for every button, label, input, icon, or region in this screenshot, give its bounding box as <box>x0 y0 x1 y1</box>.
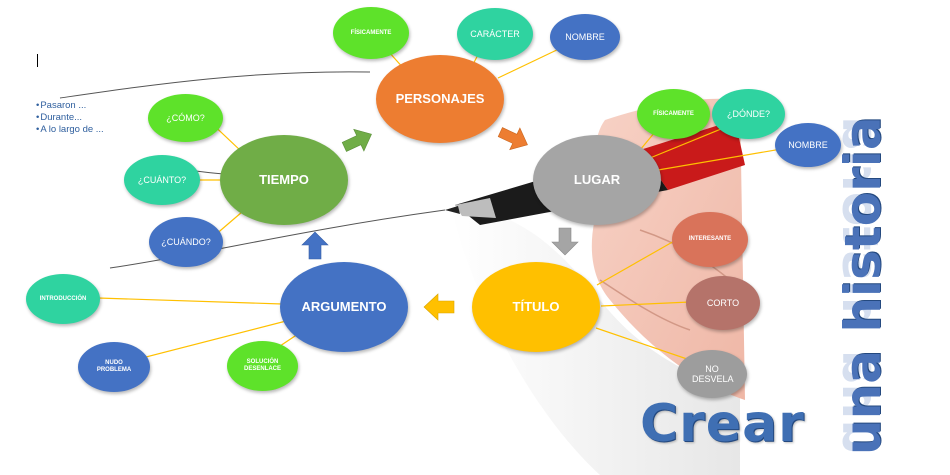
node-fisicamente-personajes: FÍSICAMENTE <box>333 7 409 59</box>
arrow-argumento-to-tiempo <box>301 231 329 260</box>
node-lugar: LUGAR <box>533 135 661 225</box>
node-fisicamente-lugar: FÍSICAMENTE <box>637 89 710 139</box>
node-titulo-label: TÍTULO <box>512 298 560 314</box>
title-crear: Crear <box>640 394 805 454</box>
node-nombre-lugar: NOMBRE <box>775 123 841 167</box>
node-personajes-label: PERSONAJES <box>395 90 485 106</box>
node-donde: ¿DÓNDE? <box>712 89 785 139</box>
side-notes-list: Pasaron ... Durante... A lo largo de ... <box>36 100 104 136</box>
node-cuanto: ¿CUÁNTO? <box>124 155 200 205</box>
node-argumento-label: ARGUMENTO <box>301 298 387 314</box>
node-tiempo-label: TIEMPO <box>259 171 309 187</box>
node-nudo-problema: NUDO PROBLEMA <box>78 342 150 392</box>
node-corto: CORTO <box>686 276 760 330</box>
node-caracter: CARÁCTER <box>457 8 533 60</box>
text-cursor <box>37 54 38 67</box>
side-note-item: Pasaron ... <box>36 100 104 112</box>
arrow-tiempo-to-personajes <box>341 128 372 152</box>
node-no-desvela: NO DESVELA <box>677 350 747 398</box>
node-titulo: TÍTULO <box>472 262 600 352</box>
node-como: ¿CÓMO? <box>148 94 223 142</box>
node-cuando: ¿CUÁNDO? <box>149 217 223 267</box>
node-argumento: ARGUMENTO <box>280 262 408 352</box>
arrow-titulo-to-argumento <box>423 293 455 321</box>
arrow-lugar-to-titulo <box>551 227 579 256</box>
title-una-historia: una historia <box>834 116 892 455</box>
node-nombre-personajes: NOMBRE <box>550 14 620 60</box>
node-tiempo: TIEMPO <box>220 135 348 225</box>
node-lugar-label: LUGAR <box>573 171 621 187</box>
side-note-item: A lo largo de ... <box>36 124 103 136</box>
node-personajes: PERSONAJES <box>376 55 504 143</box>
node-introduccion: INTRODUCCIÓN <box>26 274 100 324</box>
node-solucion-desenlace: SOLUCIÓN DESENLACE <box>227 341 298 391</box>
arrow-personajes-to-lugar <box>497 127 528 151</box>
side-note-item: Durante... <box>36 112 104 124</box>
node-interesante: INTERESANTE <box>672 212 748 267</box>
